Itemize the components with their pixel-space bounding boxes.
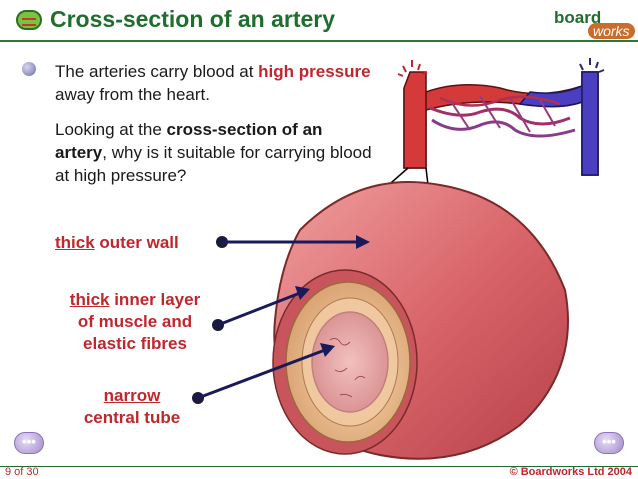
- inner-layer-text: inner layer: [109, 290, 201, 309]
- intro-text-2: away from the heart.: [55, 85, 210, 104]
- question-paragraph: Looking at the cross-section of an arter…: [55, 118, 375, 187]
- intro-text-1: The arteries carry blood at: [55, 62, 259, 81]
- inner-layer-pointer: [212, 286, 310, 331]
- logo-board-text: board: [554, 8, 602, 27]
- copyright-notice: © Boardworks Ltd 2004: [509, 466, 632, 478]
- central-tube-line1: narrow: [103, 386, 161, 405]
- outer-wall-text: outer wall: [94, 233, 179, 252]
- intro-paragraph: The arteries carry blood at high pressur…: [55, 60, 375, 106]
- question-text-1: Looking at the: [55, 120, 167, 139]
- outer-wall-underlined: thick: [55, 233, 95, 252]
- central-tube-pointer: [192, 343, 335, 404]
- page-number: 9 of 30: [5, 466, 39, 478]
- question-text-2: , why is it suitable for carrying blood …: [55, 143, 372, 185]
- capillary-network: [397, 58, 605, 176]
- artery-icon: [16, 10, 42, 30]
- artery-cross-section: [272, 181, 569, 460]
- label-outer-wall: thick outer wall: [55, 232, 179, 254]
- inner-layer-underlined: thick: [69, 290, 110, 309]
- boardworks-logo: board works: [548, 6, 635, 42]
- intro-highlight: high pressure: [258, 62, 371, 81]
- next-slide-button[interactable]: •••: [594, 432, 624, 454]
- bullet-icon: [22, 62, 36, 76]
- question-highlight: cross-section of an artery: [55, 120, 323, 162]
- previous-slide-button[interactable]: •••: [14, 432, 44, 454]
- label-central-tube: narrow central tube: [62, 385, 202, 429]
- inner-layer-line3: elastic fibres: [83, 334, 187, 353]
- header-divider: [0, 40, 638, 42]
- outer-wall-pointer: [216, 235, 370, 249]
- footer-divider: [0, 466, 638, 467]
- inner-layer-line2: of muscle and: [77, 312, 193, 331]
- page-title: Cross-section of an artery: [50, 6, 336, 32]
- logo-works-text: works: [588, 23, 635, 39]
- central-tube-line2: central tube: [83, 408, 181, 427]
- label-inner-layer: thick inner layer of muscle and elastic …: [52, 289, 218, 355]
